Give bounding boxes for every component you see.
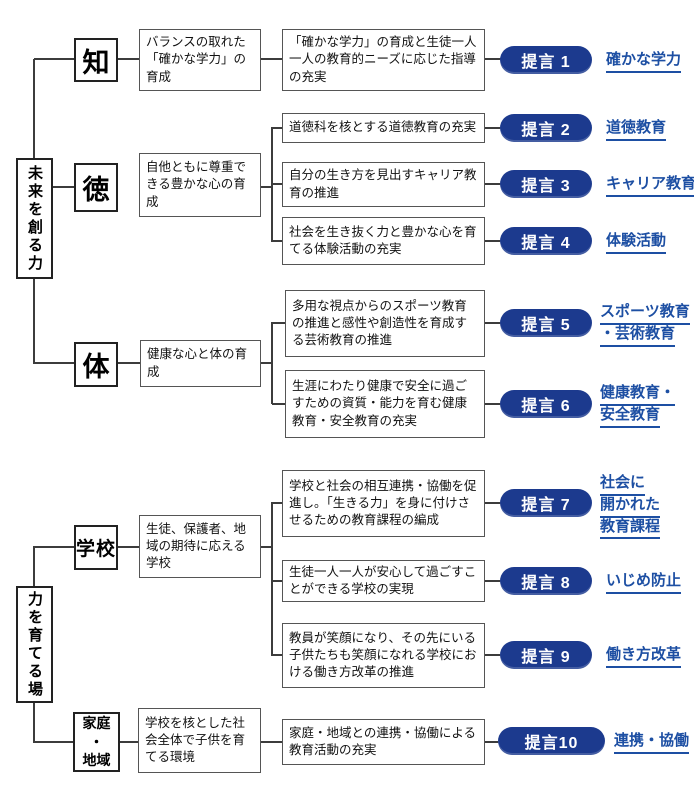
connector-line [485,654,501,656]
connector-line [485,580,501,582]
link-line[interactable]: スポーツ教育 [600,303,690,325]
link-line[interactable]: キャリア教育 [606,175,694,197]
connector-line [272,240,282,242]
branch-box-chi: 知 [74,38,118,82]
link-line[interactable]: 体験活動 [606,232,667,254]
teigen-10-link[interactable]: 連携・協働 [614,732,690,754]
teigen-5-link[interactable]: スポーツ教育 ・芸術教育 [600,303,690,347]
branch-label-line: 家庭 [82,714,111,731]
detail-box-9: 教員が笑顔になり、その先にいる子供たちも笑顔になれる学校における働き方改革の推進 [282,623,485,688]
desc-box-toku: 自他ともに尊重できる豊かな心の育成 [139,153,261,217]
detail-box-1: 「確かな学力」の育成と生徒一人一人の教育的ニーズに応じた指導の充実 [282,29,485,91]
link-line[interactable]: 確かな学力 [606,51,682,73]
connector-line [272,580,282,582]
link-line[interactable]: 開かれた [600,496,661,518]
branch-box-tai: 体 [74,342,118,387]
teigen-6-badge[interactable]: 提言 6 [500,390,592,418]
teigen-8-badge[interactable]: 提言 8 [500,567,592,595]
teigen-2-badge[interactable]: 提言 2 [500,114,592,142]
teigen-3-badge[interactable]: 提言 3 [500,170,592,198]
connector-line [261,362,272,364]
connector-line [272,654,282,656]
teigen-1-badge[interactable]: 提言 1 [500,46,592,74]
teigen-8-link[interactable]: いじめ防止 [606,572,682,594]
detail-box-10: 家庭・地域との連携・協働による教育活動の充実 [282,719,485,765]
teigen-9-link[interactable]: 働き方改革 [606,646,682,668]
connector-line [485,183,501,185]
teigen-5-badge[interactable]: 提言 5 [500,309,592,337]
link-line[interactable]: 教育課程 [600,518,661,540]
connector-line [485,741,499,743]
connector-line [272,502,282,504]
connector-line [485,127,501,129]
connector-line [261,546,272,548]
branch-label-line: 地域 [82,752,111,769]
connector-line [261,186,272,188]
connector-line [34,362,74,364]
connector-line [485,322,501,324]
root-box-mirai: 未来を創る力 [16,158,53,279]
connector-line [34,741,73,743]
link-line[interactable]: いじめ防止 [606,572,682,594]
connector-line [34,58,74,60]
branch-box-katei: 家庭 ・ 地域 [73,712,120,772]
connector-line [271,322,273,404]
link-line[interactable]: 社会に [600,474,646,496]
connector-line [34,546,74,548]
teigen-1-link[interactable]: 確かな学力 [606,51,682,73]
link-line[interactable]: 働き方改革 [606,646,682,668]
teigen-4-badge[interactable]: 提言 4 [500,227,592,255]
connector-line [120,741,138,743]
detail-box-8: 生徒一人一人が安心して過ごすことができる学校の実現 [282,560,485,602]
link-line[interactable]: 安全教育 [600,406,661,428]
teigen-6-link[interactable]: 健康教育・ 安全教育 [600,384,676,428]
link-line[interactable]: ・芸術教育 [600,325,676,347]
connector-line [272,183,282,185]
connector-line [272,127,282,129]
detail-box-5: 多用な視点からのスポーツ教育の推進と感性や創造性を育成する芸術教育の推進 [285,290,485,357]
teigen-3-link[interactable]: キャリア教育 [606,175,694,197]
desc-box-tai: 健康な心と体の育成 [140,340,261,387]
desc-box-katei: 学校を核とした社会全体で子供を育てる環境 [138,708,261,773]
branch-box-gakko: 学校 [74,525,118,570]
link-line[interactable]: 連携・協働 [614,732,690,754]
connector-line [53,186,74,188]
connector-line [118,58,139,60]
connector-line [485,403,501,405]
teigen-10-badge[interactable]: 提言10 [498,727,605,755]
teigen-9-badge[interactable]: 提言 9 [500,641,592,669]
teigen-4-link[interactable]: 体験活動 [606,232,667,254]
desc-box-gakko: 生徒、保護者、地域の期待に応える学校 [139,515,261,578]
desc-box-chi: バランスの取れた「確かな学力」の育成 [139,29,261,91]
connector-line [118,362,141,364]
connector-line [261,58,282,60]
connector-line [272,403,286,405]
detail-box-4: 社会を生き抜く力と豊かな心を育てる体験活動の充実 [282,217,485,265]
link-line[interactable]: 道徳教育 [606,119,667,141]
detail-box-7: 学校と社会の相互連携・協働を促進し。「生きる力」を身に付けさせるための教育課程の… [282,470,485,537]
root-box-chikara: 力を育てる場 [16,586,53,703]
connector-line [271,502,273,656]
connector-line [485,502,501,504]
teigen-7-badge[interactable]: 提言 7 [500,489,592,517]
connector-line [272,322,286,324]
teigen-7-link[interactable]: 社会に 開かれた 教育課程 [600,474,661,540]
detail-box-6: 生涯にわたり健康で安全に過ごすための資質・能力を育む健康教育・安全教育の充実 [285,370,485,438]
teigen-2-link[interactable]: 道徳教育 [606,119,667,141]
connector-line [261,741,282,743]
branch-box-toku: 徳 [74,163,118,212]
link-line[interactable]: 健康教育・ [600,384,676,406]
connector-line [485,58,501,60]
branch-label-line: ・ [89,733,104,750]
connector-line [118,546,139,548]
detail-box-3: 自分の生き方を見出すキャリア教育の推進 [282,162,485,207]
detail-box-2: 道徳科を核とする道徳教育の充実 [282,113,485,143]
connector-line [485,240,501,242]
